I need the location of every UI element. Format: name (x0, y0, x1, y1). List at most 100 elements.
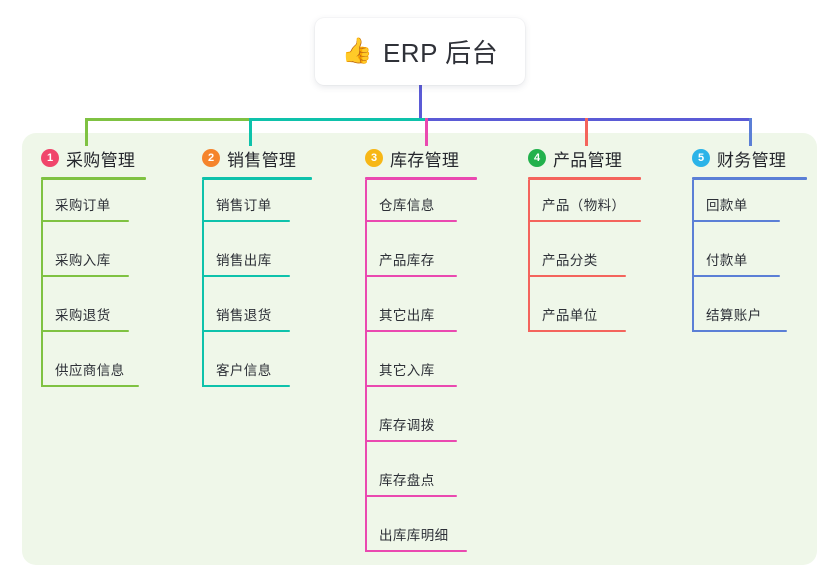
column-item-rule (365, 495, 457, 497)
column-item-label: 仓库信息 (379, 198, 435, 213)
thumbs-up-icon: 👍 (341, 37, 373, 65)
column-item-label: 库存调拨 (379, 418, 435, 433)
column-item-label: 其它出库 (379, 308, 435, 323)
column-header-2[interactable]: 2 销售管理 (202, 146, 312, 170)
column-item-rule (528, 220, 641, 222)
column-item-label: 供应商信息 (55, 363, 125, 378)
bus-segment-teal (250, 118, 426, 121)
column-spine (202, 180, 204, 387)
column-index-badge: 1 (41, 149, 59, 167)
column-item[interactable]: 采购订单 (41, 194, 129, 222)
column-title: 销售管理 (227, 150, 297, 170)
column-item[interactable]: 产品单位 (528, 304, 626, 332)
column-item[interactable]: 其它出库 (365, 304, 457, 332)
column-item-label: 销售订单 (216, 198, 272, 213)
column-header-1[interactable]: 1 采购管理 (41, 146, 146, 170)
column-header-rule (365, 177, 477, 180)
column-5: 5 财务管理回款单付款单结算账户 (692, 146, 807, 345)
column-item[interactable]: 仓库信息 (365, 194, 457, 222)
column-1: 1 采购管理采购订单采购入库采购退货供应商信息 (41, 146, 146, 400)
column-item[interactable]: 库存盘点 (365, 469, 457, 497)
column-item[interactable]: 其它入库 (365, 359, 457, 387)
column-item-rule (202, 385, 290, 387)
column-item-label: 回款单 (706, 198, 748, 213)
column-item-label: 产品分类 (542, 253, 598, 268)
column-item[interactable]: 销售订单 (202, 194, 290, 222)
column-item-rule (202, 330, 290, 332)
column-items: 回款单付款单结算账户 (692, 180, 807, 345)
column-item-rule (41, 275, 129, 277)
column-item-rule (365, 550, 467, 552)
column-item-label: 销售退货 (216, 308, 272, 323)
column-item-rule (528, 275, 626, 277)
column-index-badge: 5 (692, 149, 710, 167)
column-item-rule (365, 385, 457, 387)
column-drop-2 (249, 118, 252, 146)
trunk-connector (419, 84, 422, 121)
column-item-rule (365, 330, 457, 332)
column-item-label: 库存盘点 (379, 473, 435, 488)
column-item[interactable]: 产品分类 (528, 249, 626, 277)
column-item-label: 客户信息 (216, 363, 272, 378)
column-item-label: 产品（物料） (542, 198, 626, 213)
bus-segment-blue (425, 118, 751, 121)
column-header-rule (692, 177, 807, 180)
column-item[interactable]: 销售退货 (202, 304, 290, 332)
column-drop-3 (425, 118, 428, 146)
column-item[interactable]: 库存调拨 (365, 414, 457, 442)
column-item-rule (528, 330, 626, 332)
diagram-panel (22, 133, 817, 565)
column-item-rule (41, 220, 129, 222)
column-item[interactable]: 销售出库 (202, 249, 290, 277)
column-spine (41, 180, 43, 387)
column-items: 采购订单采购入库采购退货供应商信息 (41, 180, 146, 400)
column-item-label: 采购入库 (55, 253, 111, 268)
column-item-rule (365, 220, 457, 222)
column-item-rule (692, 275, 780, 277)
column-index-badge: 2 (202, 149, 220, 167)
column-index-badge: 4 (528, 149, 546, 167)
column-spine (365, 180, 367, 552)
column-title: 财务管理 (717, 150, 787, 170)
column-item-label: 出库库明细 (379, 528, 449, 543)
column-item-rule (692, 330, 787, 332)
column-item[interactable]: 结算账户 (692, 304, 787, 332)
column-item[interactable]: 产品（物料） (528, 194, 641, 222)
column-item-rule (41, 330, 129, 332)
root-node-card[interactable]: 👍 ERP 后台 (315, 18, 525, 85)
column-item-rule (202, 275, 290, 277)
column-item[interactable]: 采购入库 (41, 249, 129, 277)
column-header-rule (41, 177, 146, 180)
column-header-rule (528, 177, 641, 180)
column-item-label: 销售出库 (216, 253, 272, 268)
column-item[interactable]: 回款单 (692, 194, 780, 222)
column-items: 仓库信息产品库存其它出库其它入库库存调拨库存盘点出库库明细 (365, 180, 477, 565)
column-2: 2 销售管理销售订单销售出库销售退货客户信息 (202, 146, 312, 400)
column-item-rule (365, 275, 457, 277)
column-item[interactable]: 付款单 (692, 249, 780, 277)
column-item[interactable]: 产品库存 (365, 249, 457, 277)
column-item-label: 采购退货 (55, 308, 111, 323)
column-items: 销售订单销售出库销售退货客户信息 (202, 180, 312, 400)
column-title: 库存管理 (390, 150, 460, 170)
root-node-label: ERP 后台 (382, 38, 499, 68)
column-item[interactable]: 采购退货 (41, 304, 129, 332)
column-item-rule (41, 385, 139, 387)
column-item[interactable]: 客户信息 (202, 359, 290, 387)
column-item-rule (202, 220, 290, 222)
column-item[interactable]: 出库库明细 (365, 524, 467, 552)
column-spine (528, 180, 530, 332)
column-header-5[interactable]: 5 财务管理 (692, 146, 807, 170)
column-item-label: 产品库存 (379, 253, 435, 268)
column-item-rule (365, 440, 457, 442)
column-item-label: 结算账户 (706, 308, 762, 323)
column-item-label: 其它入库 (379, 363, 435, 378)
column-title: 采购管理 (66, 150, 136, 170)
bus-segment-green (85, 118, 251, 121)
column-item-label: 采购订单 (55, 198, 111, 213)
column-item[interactable]: 供应商信息 (41, 359, 139, 387)
